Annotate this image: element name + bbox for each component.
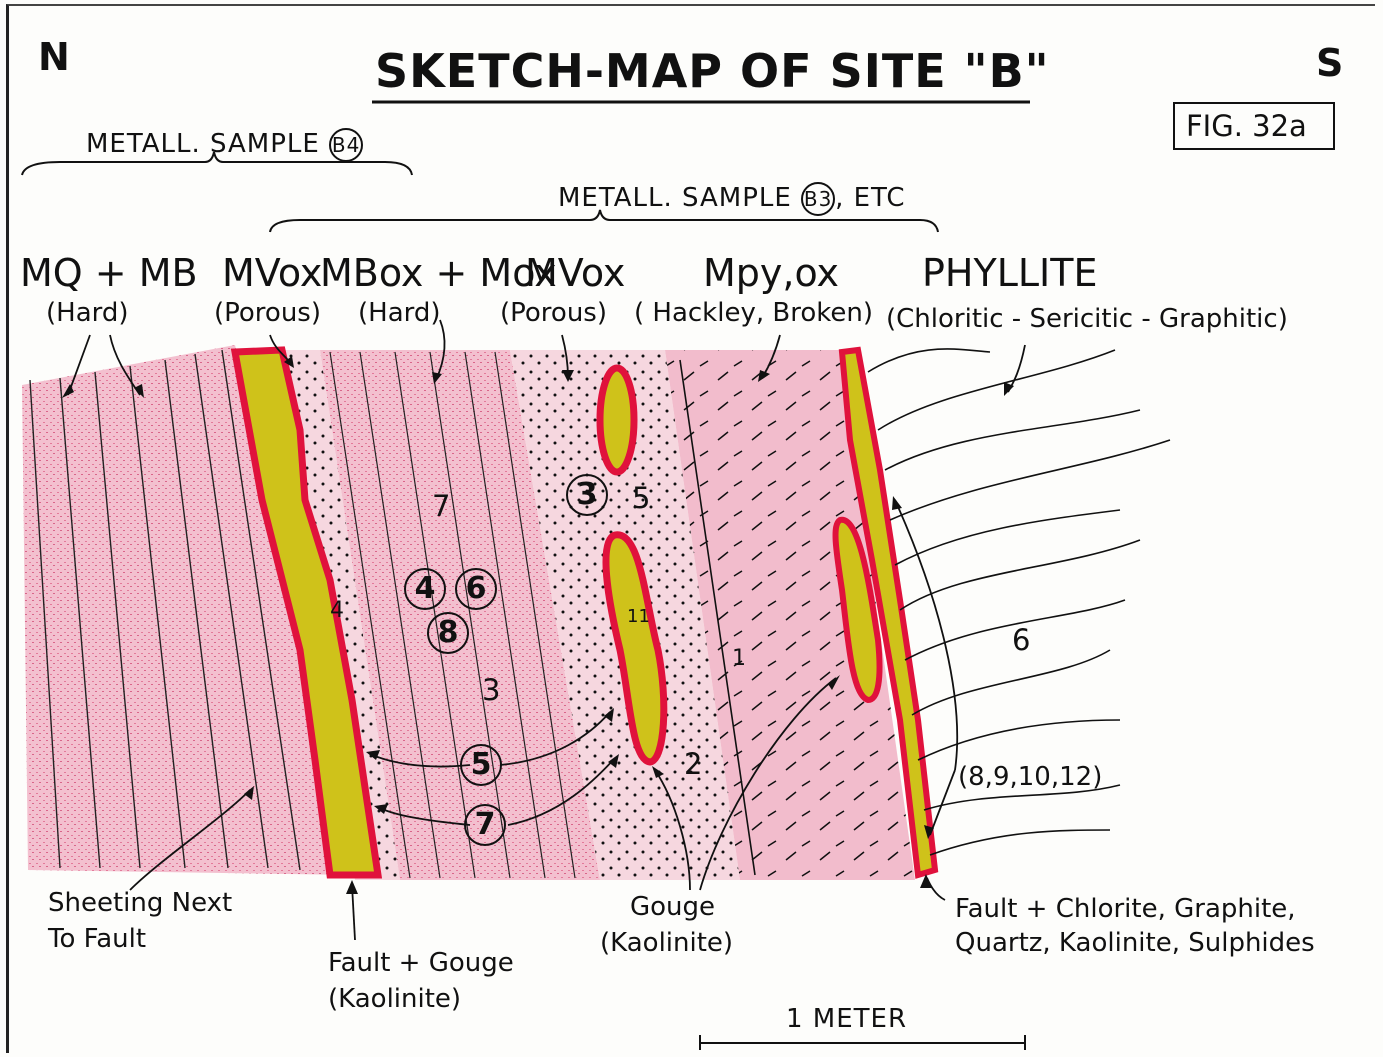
circled-number: 5 (460, 744, 502, 786)
plain-number: 5 (632, 484, 650, 513)
sample-b3: METALL. SAMPLE B3, ETC (558, 182, 906, 216)
sample-b4: METALL. SAMPLE B4 (86, 128, 363, 162)
circled-number: 4 (404, 568, 446, 610)
unit-label-1: MVox (222, 254, 322, 292)
plain-number: 1 (732, 648, 746, 670)
gouge-line2: (Kaolinite) (600, 930, 733, 956)
scale-bar-line (700, 1035, 1025, 1050)
fig-label: FIG. 32a (1186, 112, 1307, 141)
page-title: SKETCH-MAP OF SITE "B" (375, 48, 1050, 94)
sample-b4-text: METALL. SAMPLE (86, 129, 320, 159)
unit-label-2: MBox + Mox (320, 254, 557, 292)
south-label: S (1316, 44, 1343, 82)
north-label: N (38, 38, 70, 76)
sample-b4-tag: B4 (329, 128, 363, 162)
unit-desc-3: (Porous) (500, 300, 607, 326)
unit-label-5: PHYLLITE (922, 254, 1097, 292)
unit-label-4: Mpy,ox (703, 254, 839, 292)
plain-number: 6 (1012, 626, 1030, 655)
plain-number: 4 (330, 600, 344, 622)
unit-desc-0: (Hard) (46, 300, 129, 326)
fault-chlorite-line2: Quartz, Kaolinite, Sulphides (955, 930, 1315, 956)
sample-list: (8,9,10,12) (958, 764, 1102, 790)
fault-chlorite-line1: Fault + Chlorite, Graphite, (955, 896, 1296, 922)
unit-desc-2: (Hard) (358, 300, 441, 326)
unit-desc-5: (Chloritic - Sericitic - Graphitic) (886, 306, 1288, 332)
circled-number: 6 (455, 568, 497, 610)
plain-number: 11 (627, 608, 650, 626)
circled-number: 3 (566, 474, 608, 516)
sample-b3-tag: B3 (801, 182, 835, 216)
plain-number: 3 (482, 676, 500, 705)
circled-number: 7 (464, 804, 506, 846)
fault-gouge-line1: Fault + Gouge (328, 950, 514, 976)
fault-gouge-line2: (Kaolinite) (328, 986, 461, 1012)
lens-upper (600, 368, 634, 472)
gouge-line1: Gouge (630, 894, 715, 920)
unit-label-3: MVox (525, 254, 625, 292)
sheeting-note-line1: Sheeting Next (48, 890, 232, 916)
unit-label-0: MQ + MB (20, 254, 198, 292)
plain-number: 7 (432, 492, 450, 521)
sample-b3-text: METALL. SAMPLE (558, 183, 792, 213)
scale-bar-label: 1 METER (786, 1006, 907, 1032)
unit-desc-4: ( Hackley, Broken) (634, 300, 873, 326)
plain-number: 2 (684, 750, 702, 779)
sample-b3-suffix: , ETC (835, 183, 905, 213)
sheeting-note-line2: To Fault (48, 926, 146, 952)
unit-desc-1: (Porous) (214, 300, 321, 326)
circled-number: 8 (427, 612, 469, 654)
